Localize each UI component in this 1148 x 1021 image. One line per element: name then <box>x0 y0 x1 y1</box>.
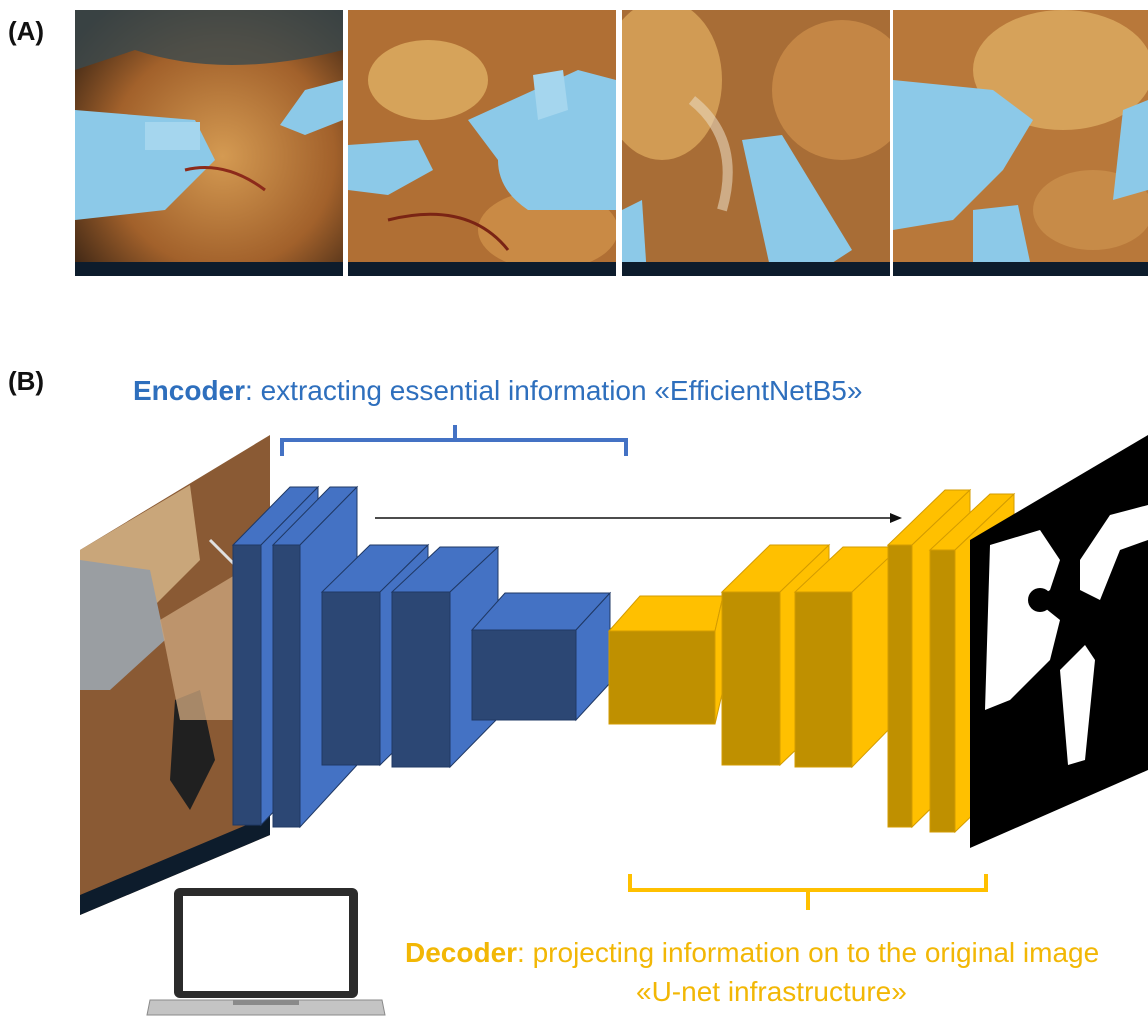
laptop-icon <box>147 888 385 1015</box>
decoder-caption: Decoder: projecting information on to th… <box>405 937 1099 969</box>
decoder-title: Decoder <box>405 937 517 968</box>
decoder-layer-3 <box>795 547 900 767</box>
skip-connection-arrow <box>375 513 902 523</box>
decoder-caption-line2: «U-net infrastructure» <box>636 976 907 1008</box>
decoder-layer-1 <box>609 596 723 724</box>
encoder-layer-5 <box>472 593 610 720</box>
decoder-description: : projecting information on to the origi… <box>517 937 1099 968</box>
decoder-brace <box>630 874 986 910</box>
encoder-brace <box>282 425 626 456</box>
